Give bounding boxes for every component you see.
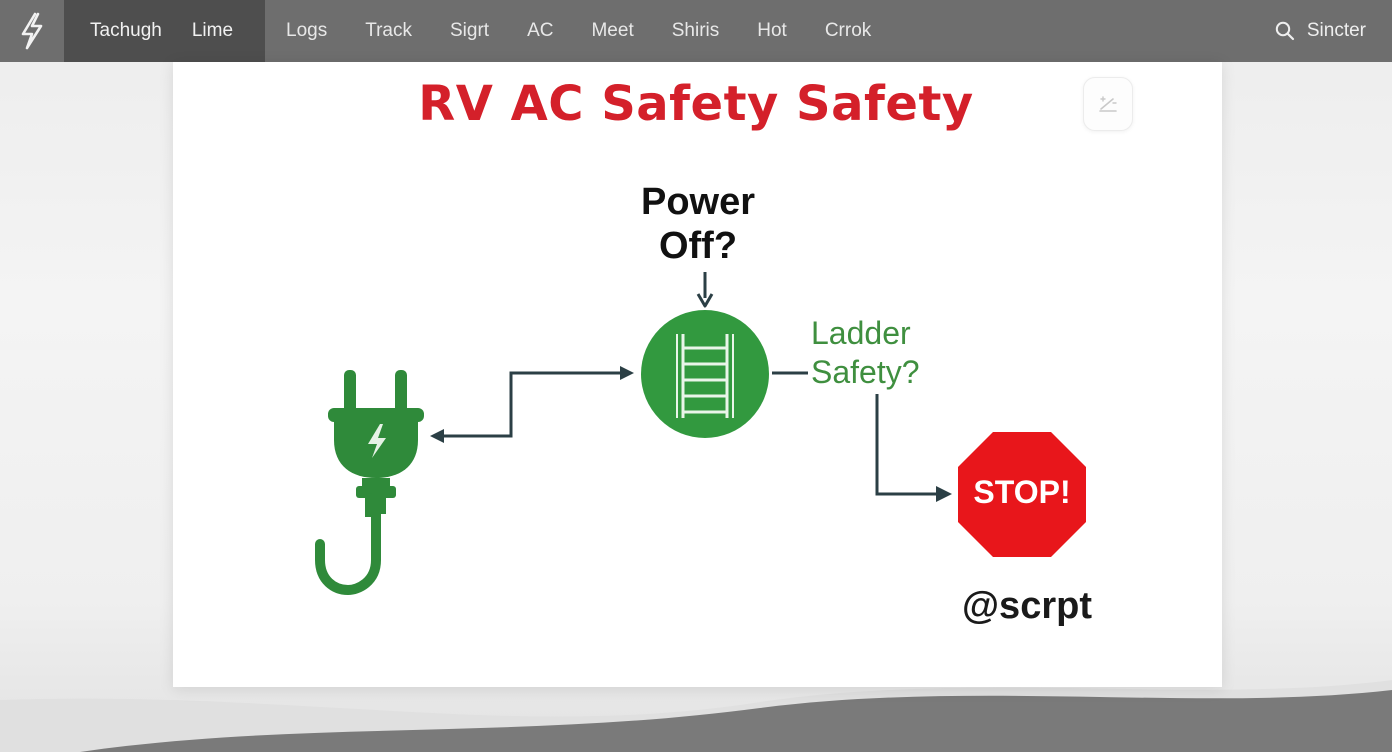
page-title: RV AC Safety Safety [418, 76, 974, 132]
top-nav-bar: Tachugh Lime Logs Track Sigrt AC Meet Sh… [0, 0, 1392, 62]
sparkle-edit-icon [1099, 96, 1117, 112]
nav-item-tachugh[interactable]: Tachugh [90, 20, 162, 41]
nav-item-ac[interactable]: AC [527, 20, 554, 41]
lightning-bolt-icon [21, 12, 43, 50]
nav-item-meet[interactable]: Meet [591, 20, 634, 41]
power-off-line-1: Power [640, 181, 756, 223]
power-off-line-2: Off? [658, 225, 738, 267]
nav-item-crrok[interactable]: Crrok [824, 20, 872, 41]
logo[interactable] [0, 0, 64, 62]
nav-item-hot[interactable]: Hot [757, 20, 787, 41]
ladder-safety-line-1: Ladder [811, 315, 911, 351]
author-handle: @scrpt [962, 585, 1092, 627]
search-icon [1275, 21, 1294, 41]
ladder-safety-label: Ladder Safety? [811, 314, 920, 392]
nav-item-shiris[interactable]: Shiris [671, 20, 720, 41]
search-label: Sincter [1306, 20, 1366, 41]
arrow-plug-ladder [430, 366, 634, 443]
arrow-power-to-ladder [696, 272, 714, 308]
nav-item-track[interactable]: Track [365, 20, 412, 41]
nav-item-logs[interactable]: Logs [286, 20, 328, 41]
ladder-safety-line-2: Safety? [811, 354, 920, 390]
edit-button[interactable] [1083, 77, 1133, 131]
stop-sign-icon [958, 432, 1086, 557]
arrow-ladder-to-stop [875, 394, 952, 502]
power-off-label: Power Off? [598, 180, 798, 268]
active-nav-group: Tachugh Lime [64, 0, 265, 62]
search-button[interactable]: Sincter [1275, 0, 1366, 62]
stop-sign-text: STOP! [973, 474, 1071, 510]
nav-item-sigrt[interactable]: Sigrt [450, 20, 490, 41]
ladder-icon [641, 310, 769, 438]
power-plug-icon [315, 370, 424, 596]
nav-item-lime[interactable]: Lime [191, 20, 234, 41]
nav-items: Logs Track Sigrt AC Meet Shiris Hot Crro… [286, 20, 909, 42]
